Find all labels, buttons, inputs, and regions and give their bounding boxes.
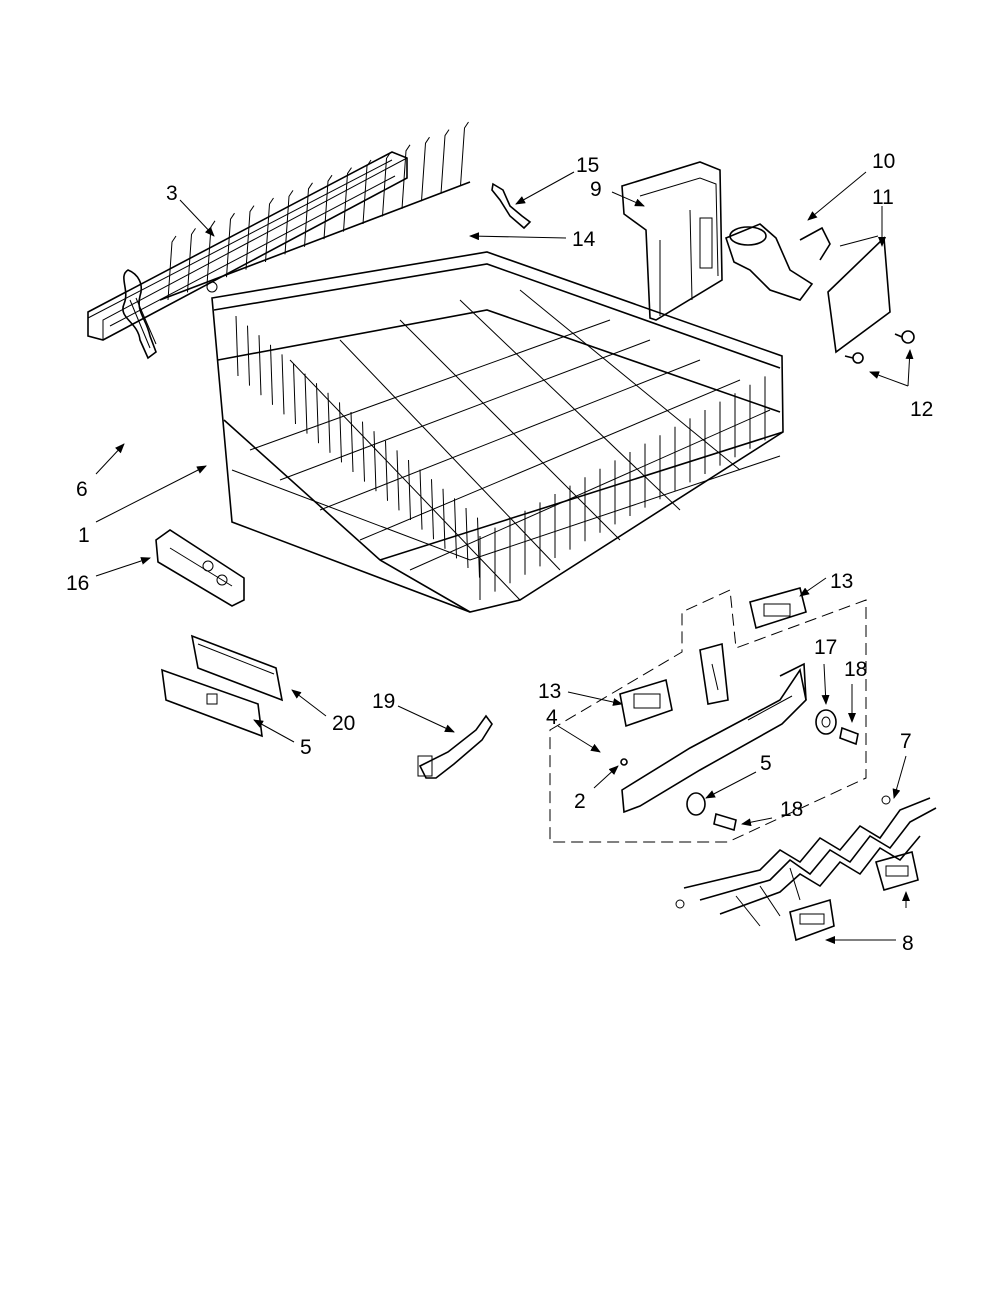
callout-6: 6 [76,478,88,501]
rack-wire [385,440,388,501]
assembly-dashed-outline [549,589,867,843]
fold-clip-part-right [875,851,919,891]
callout-5-right: 5 [760,752,772,775]
callout-16: 16 [66,572,89,595]
harness-part [122,269,157,360]
callout-3: 3 [166,182,178,205]
tine-wire [440,129,450,194]
wheel-part-lower [686,792,706,816]
tine-wire [187,228,196,293]
rack-wire [373,431,377,492]
rack-wire [247,325,250,386]
clip-arm-part [417,714,493,779]
upper-rack-part [211,251,784,613]
tine-wire [362,159,372,225]
rack-wire [362,421,365,482]
callout-8: 8 [902,932,914,955]
rack-wire [258,335,262,396]
rack-wire [408,459,411,521]
rack-wire [419,469,423,530]
tine-wire [323,174,333,240]
tine-base-wire [159,181,471,301]
lever-part [725,223,831,301]
tine-wire [382,152,391,217]
rack-wire [465,507,469,569]
callout-17: 17 [814,636,837,659]
callout-18-upper: 18 [844,658,867,681]
fold-clip-part-left [789,898,835,942]
wheel-part [815,709,837,735]
rack-wire [270,344,273,405]
rack-wire [339,402,342,463]
handle-cover-part [161,668,263,738]
callout-5-left: 5 [300,736,312,759]
callout-11: 11 [872,186,894,209]
fold-tines-part [675,795,937,927]
screw-part [844,330,915,364]
adjuster-part [621,642,807,814]
callout-12: 12 [910,398,933,421]
tine-wire [421,136,430,202]
rack-wire [235,315,239,377]
tine-wire [265,197,274,263]
tine-wire [460,121,469,187]
tine-wire [401,144,411,209]
rack-wire [327,392,331,453]
callout-20: 20 [332,712,355,735]
callout-9: 9 [590,178,602,201]
small-screw-part [620,758,628,766]
axle-part-upper [839,726,859,746]
rack-wire [431,479,434,540]
rack-wire [442,488,446,549]
tine-row-part [159,121,471,301]
callout-18-lower: 18 [780,798,803,821]
callout-4: 4 [546,706,558,729]
rack-wire [304,373,308,434]
leader-lines [95,171,914,944]
slide-part-upper [749,587,807,630]
callout-13-upper: 13 [830,570,853,593]
rack-wire [281,354,285,415]
cover-plate-part [827,235,891,354]
rack-wire [293,363,296,425]
tine-wire [167,235,177,301]
handle-bracket-part [190,634,284,702]
callout-2: 2 [574,790,586,813]
slide-part-lower [619,678,673,728]
rack-wire [477,517,480,578]
cartridge-part [621,161,723,321]
callout-15: 15 [576,154,599,177]
callout-13-lower: 13 [538,680,561,703]
rack-wire [350,411,354,473]
rail-part [87,151,408,341]
callout-19: 19 [372,690,395,713]
clip-part [491,182,532,230]
callout-7: 7 [900,730,912,753]
tine-wire [226,212,235,278]
bracket-part [155,529,245,607]
callout-1: 1 [78,524,90,547]
tine-wire [245,205,255,270]
callout-labels: 3 15 14 9 10 11 12 6 1 16 20 5 19 13 13 … [66,150,933,955]
rack-wire [454,498,457,559]
rack-wire [316,383,319,444]
tine-wire [343,167,352,232]
callout-14: 14 [572,228,596,251]
rack-wire [396,450,400,511]
callout-10: 10 [872,150,895,173]
tine-wire [284,190,294,255]
tine-wire [304,182,313,247]
axle-part-lower [713,812,737,832]
